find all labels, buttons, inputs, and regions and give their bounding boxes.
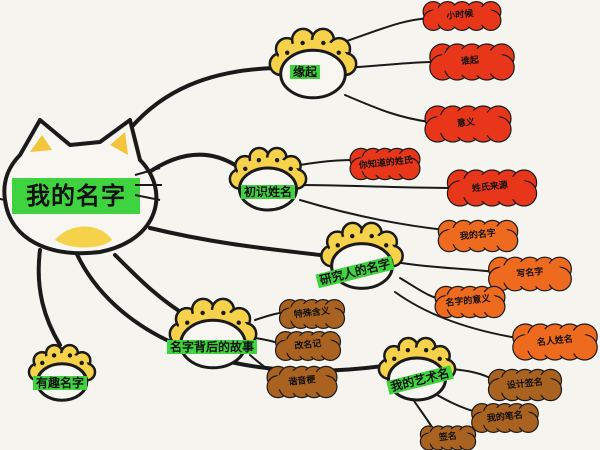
leaf-clouds <box>266 1 598 450</box>
cat-mouth-icon <box>55 226 112 248</box>
leaf-cloud-icon <box>471 403 539 434</box>
paw-dot-icon <box>288 166 293 172</box>
paw-dot-icon <box>285 50 290 55</box>
leaf-cloud-icon <box>278 299 346 330</box>
leaf-cloud-icon <box>512 323 598 361</box>
paw-dot-icon <box>200 310 205 316</box>
paw-dot-icon <box>392 356 397 362</box>
cat-head-icon <box>0 118 162 256</box>
paw-dot-icon <box>335 243 340 248</box>
cat-whiskers-icon <box>0 167 162 201</box>
cat-ear-right-icon <box>110 132 128 155</box>
leaf-cloud-icon <box>424 105 512 143</box>
paw-dot-icon <box>405 347 411 353</box>
paw-dot-icon <box>185 320 190 325</box>
paw-dot-icon <box>437 356 442 362</box>
title-highlight <box>12 178 140 214</box>
paw-dot-icon <box>51 353 57 358</box>
leaf-cloud-icon <box>487 368 563 402</box>
paw-nodes <box>27 27 457 402</box>
paw-node-icon <box>168 297 258 370</box>
leaf-cloud-icon <box>349 147 421 181</box>
paw-dot-icon <box>300 40 305 46</box>
paw-dot-icon <box>369 233 374 239</box>
paw-dot-icon <box>350 233 355 239</box>
leaf-cloud-icon <box>434 285 506 319</box>
branch-line-research <box>148 226 322 257</box>
branch-line-fun <box>36 248 62 347</box>
branch-label-first-know: 初识姓名 <box>240 185 296 199</box>
paw-dot-icon <box>336 50 341 55</box>
cat-ear-left-icon <box>30 135 52 152</box>
paw-dot-icon <box>423 347 429 353</box>
leaf-cloud-icon <box>274 331 342 362</box>
paw-dot-icon <box>384 243 389 248</box>
branch-line-first-know <box>143 152 237 177</box>
leaf-cloud-icon <box>266 365 338 399</box>
leaf-cloud-icon <box>429 43 515 81</box>
paw-dot-icon <box>40 360 45 366</box>
branch-label-origin: 缘起 <box>289 65 321 79</box>
leaf-cloud-icon <box>446 169 538 207</box>
branch-line-origin <box>123 66 277 137</box>
central-title: 我的名字 <box>26 182 126 210</box>
branch-label-fun: 有趣名字 <box>32 376 88 390</box>
leaf-cloud-icon <box>488 256 572 292</box>
paw-dot-icon <box>236 320 241 325</box>
leaf-cloud-icon <box>419 425 477 450</box>
leaf-label: 意义 <box>456 117 476 130</box>
paw-dot-icon <box>67 353 73 358</box>
paw-dot-icon <box>79 360 84 366</box>
paw-dot-icon <box>274 157 280 163</box>
branch-label-story: 名字背后的故事 <box>166 340 258 354</box>
leaf-label: 谁起 <box>460 55 480 68</box>
leaf-cloud-icon <box>437 219 519 253</box>
paw-dot-icon <box>221 310 226 316</box>
leaf-label: 签名 <box>438 431 458 444</box>
paw-dot-icon <box>321 40 326 46</box>
leaf-cloud-icon <box>422 1 502 31</box>
paw-dot-icon <box>243 166 248 172</box>
paw-dot-icon <box>256 157 262 163</box>
